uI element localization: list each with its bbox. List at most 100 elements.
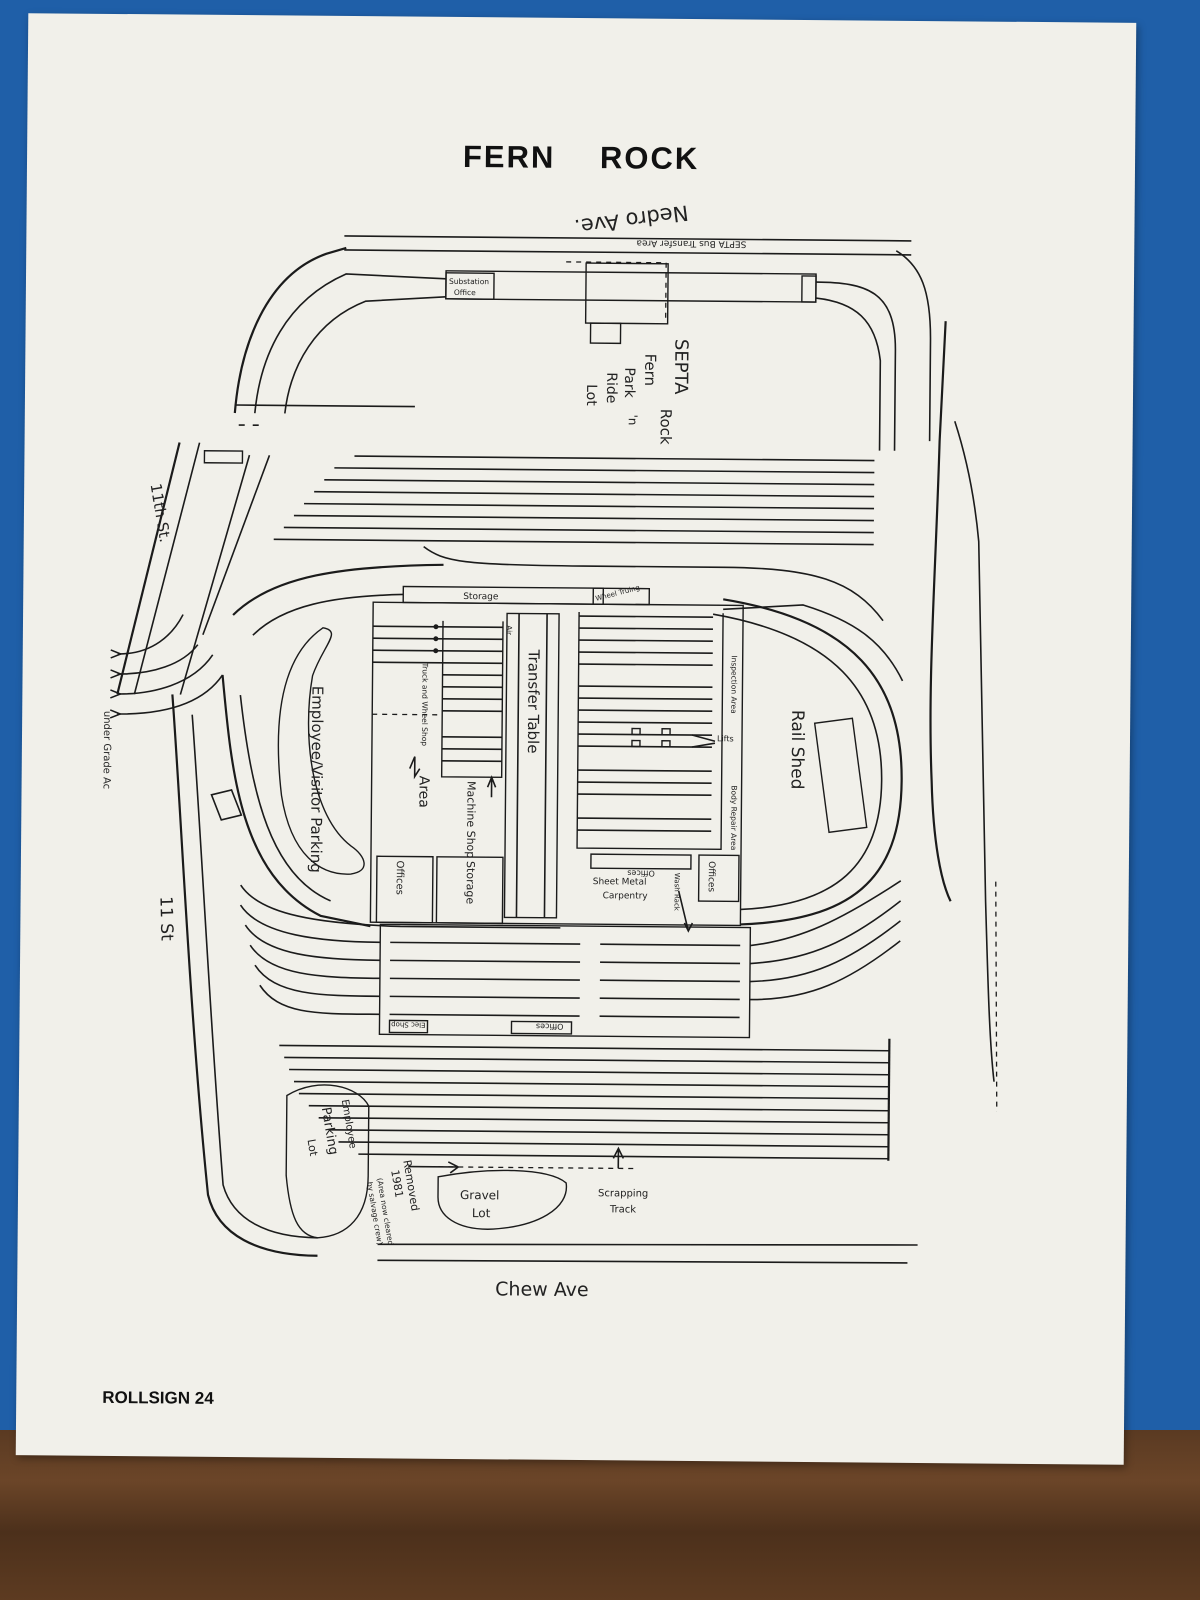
transfer-table-rails (515, 613, 548, 918)
park-ride-fern: Fern (641, 354, 659, 387)
ramp-marker-lower (210, 789, 243, 821)
under-grade-label: under Grade Ac (101, 711, 113, 789)
offices-bottom-label: Offices (536, 1022, 564, 1031)
elec-shop-box (388, 1019, 429, 1034)
transfer-table-label: Transfer Table (524, 649, 543, 754)
park-ride-ride: Ride (603, 372, 619, 403)
loop-track-2 (254, 273, 447, 414)
gravel-lot-label-2: Lot (472, 1206, 491, 1220)
shop-loop-right-inner (712, 613, 883, 911)
eleventh-st-lower-label: 11 St (155, 896, 176, 941)
wheel-truing-lead (723, 604, 904, 682)
south-storage-tracks (279, 1044, 890, 1160)
machine-shop-label: Machine Shop (464, 781, 478, 858)
eleventh-st-edge-4 (202, 455, 271, 636)
offices-mid-label: Offices (627, 868, 655, 877)
gravel-lot (437, 1169, 567, 1230)
yard-lead-6 (259, 984, 380, 1016)
lift-box-3 (631, 739, 641, 748)
substation-office-box (445, 272, 495, 300)
rail-shed-label: Rail Shed (787, 710, 808, 790)
station-platform (445, 270, 817, 303)
wash-rack-label: Wash Rack (672, 873, 680, 912)
storage-track-2 (334, 467, 875, 474)
gravel-lot-label-1: Gravel (460, 1188, 500, 1202)
offices-mid-box (590, 853, 692, 870)
scrapping-arrow (612, 1146, 625, 1169)
yard-lead-5 (254, 964, 380, 998)
eleventh-st-lower-edge (171, 694, 318, 1257)
outer-loop-track-left (233, 246, 347, 414)
eleventh-st-upper-label: 11th St. (147, 482, 175, 544)
removed-year: 1981 (388, 1169, 405, 1199)
inspection-bay (576, 612, 724, 850)
lower-shop-east-leads (749, 880, 902, 1001)
lift-box-2 (661, 728, 671, 736)
lead-track-upper (423, 546, 884, 622)
tower-box (801, 275, 817, 303)
portal-arrows (109, 649, 123, 719)
area-label: Area (415, 776, 431, 808)
storage-top-label: Storage (463, 592, 499, 602)
east-embankment (954, 421, 995, 1082)
bus-transfer-label: SEPTA Bus Transfer Area (636, 238, 746, 249)
eleventh-st-edge-3 (179, 454, 251, 695)
loop-road-crossing (234, 404, 415, 408)
station-dashed-outline (566, 261, 667, 319)
storage-mid-box (435, 856, 504, 925)
employee-visitor-parking-lot (277, 627, 365, 875)
lift-dot-1 (433, 624, 439, 630)
scrapping-label-1: Scrapping (598, 1188, 648, 1199)
nedro-road-top (344, 235, 912, 242)
nedro-ave-label: Nedro Ave. (573, 200, 690, 239)
yard-lead-3 (244, 924, 381, 962)
east-main-line (929, 321, 952, 902)
septa-label: SEPTA (670, 339, 691, 395)
storage-track-3 (324, 478, 875, 486)
shop-loop-left (221, 563, 444, 928)
elec-shop-label: Elec Shop (391, 1020, 426, 1028)
portal-tracks (117, 614, 224, 715)
scrapping-track-dash (438, 1166, 639, 1170)
map-page: FERN ROCK Nedro Ave. SEPTA Bus Transfer … (15, 13, 1137, 1465)
storage-track-6 (293, 514, 874, 522)
east-shop-tracks (577, 615, 714, 832)
employee-visitor-parking-label: Employee/Visitor Parking (307, 686, 327, 873)
offices-left-box (375, 855, 434, 924)
inspection-area-label: Inspection Area (729, 655, 739, 713)
yard-diagram: Nedro Ave. SEPTA Bus Transfer Area Subst… (101, 200, 998, 1301)
employee-parking-lot (285, 1084, 370, 1239)
yard-lead-4 (249, 944, 380, 980)
south-storage-bumpers (887, 1038, 891, 1161)
park-ride-rock: Rock (657, 409, 675, 445)
ramp-box (203, 450, 244, 464)
machine-shop-arrow (486, 775, 497, 798)
eleventh-st-edge-1 (116, 442, 181, 695)
offices-left-label: Offices (394, 860, 405, 895)
lift-dot-2 (433, 636, 439, 642)
scrapping-label-2: Track (609, 1204, 636, 1215)
body-repair-label: Body Repair Area (729, 785, 739, 850)
loop-track-3 (284, 296, 446, 414)
employee-parking-label-2: Parking (318, 1106, 341, 1156)
storage-track-8 (273, 538, 874, 546)
storage-track-4 (314, 490, 875, 498)
area-arrow (409, 756, 421, 780)
offices-right-label: Offices (706, 861, 716, 892)
east-dashed-line (995, 881, 998, 1112)
removed-arrow (408, 1161, 459, 1174)
office-label: Office (454, 288, 476, 297)
chew-ave-road-top (377, 1243, 918, 1246)
loop-track-right-far (895, 250, 932, 442)
truck-wheel-shop-bay (440, 620, 504, 779)
offices-right-box (697, 854, 740, 903)
lift-dot-3 (433, 648, 439, 654)
lift-box-1 (631, 727, 641, 736)
wheel-truing-box (592, 587, 651, 606)
storage-top-box (402, 585, 605, 605)
transfer-table (503, 612, 560, 919)
chew-ave-label: Chew Ave (495, 1278, 589, 1301)
air-label: Air (505, 625, 513, 635)
storage-track-5 (304, 502, 875, 510)
park-ride-park: Park (621, 367, 637, 398)
